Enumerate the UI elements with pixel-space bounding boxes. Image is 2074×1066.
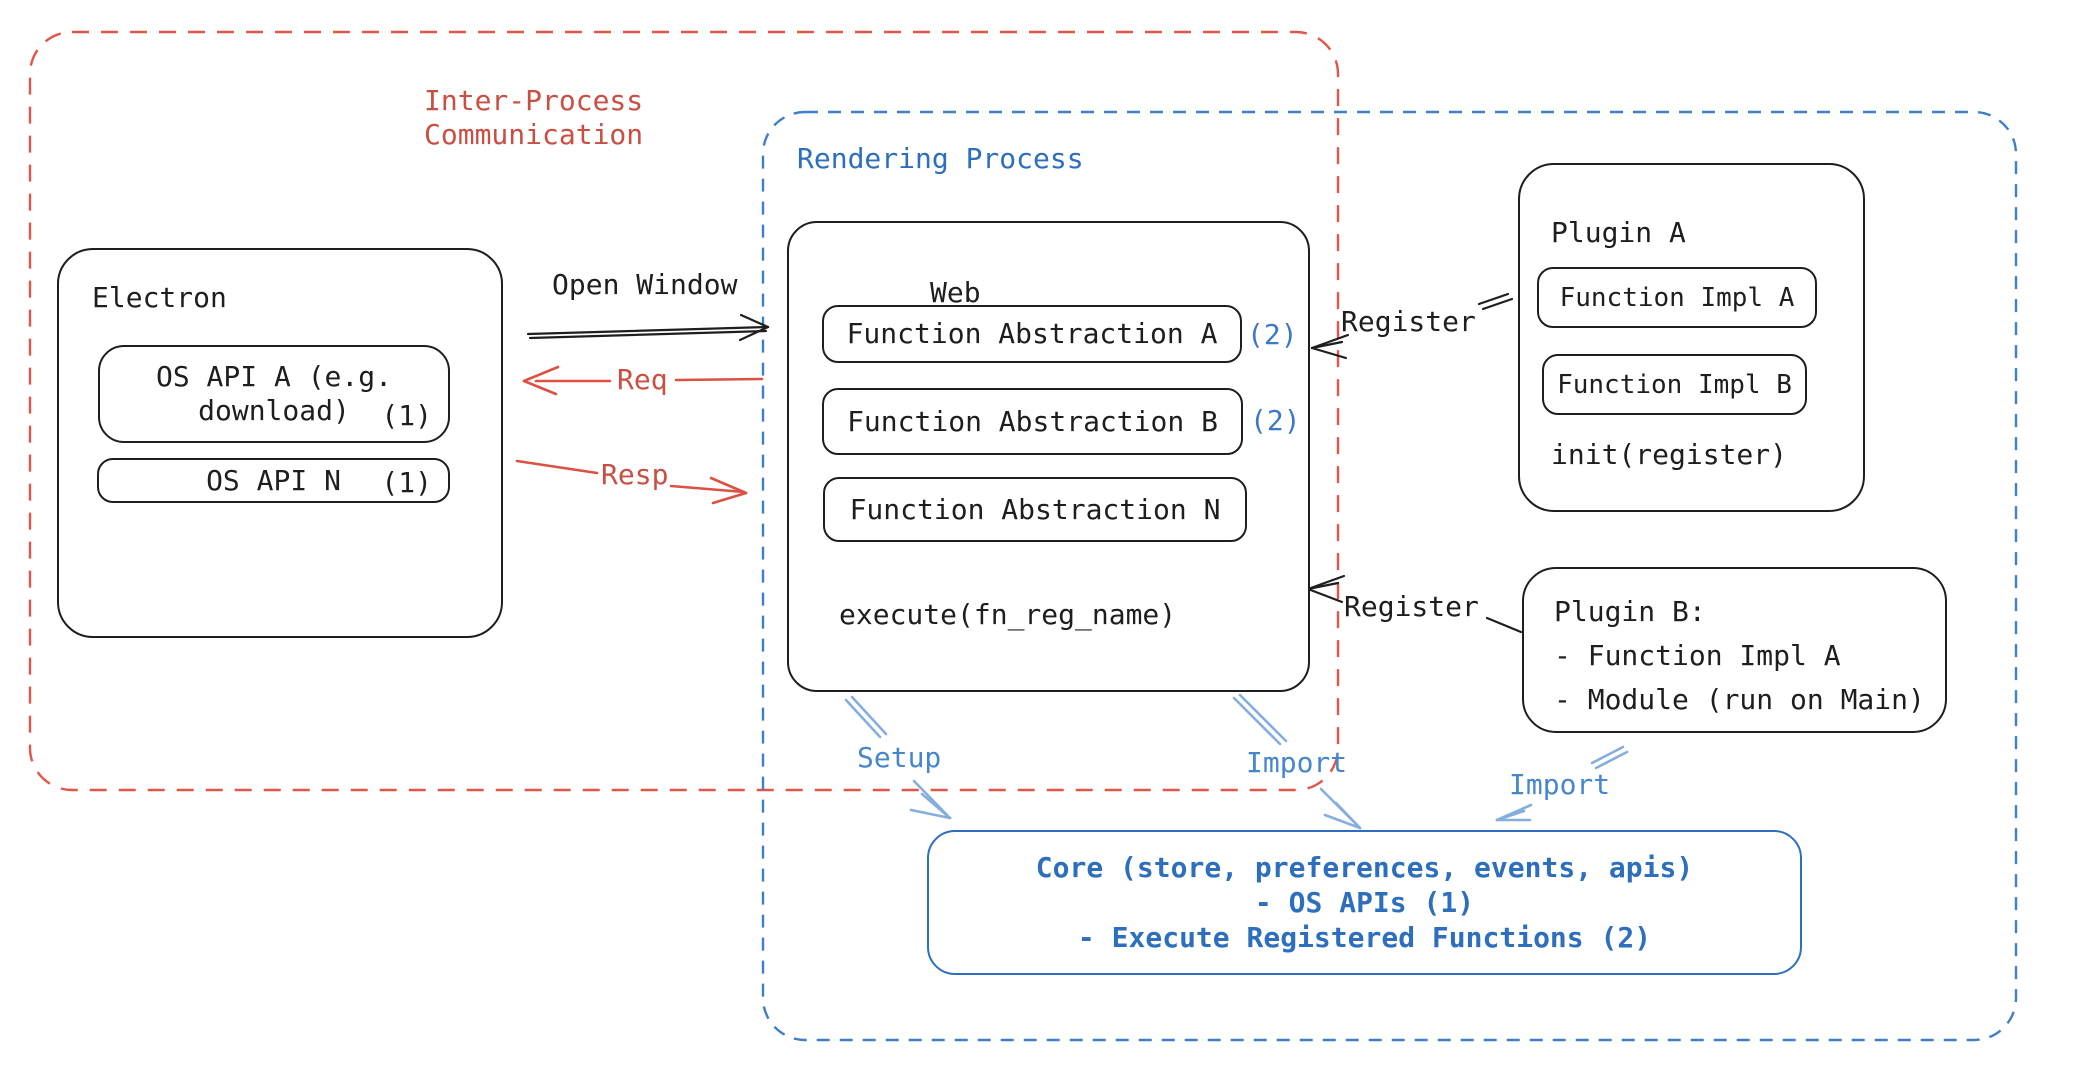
os-api-a-badge: (1) — [381, 399, 432, 432]
core-os-apis-line: - OS APIs (1) — [1254, 886, 1475, 919]
function-impl-b-box: Function Impl B — [1542, 354, 1807, 415]
plugin-b-title: Plugin B: — [1554, 595, 1706, 628]
register-bottom-label: Register — [1344, 590, 1479, 623]
function-abstraction-a-label: Function Abstraction A — [846, 317, 1218, 350]
import-right-label: Import — [1509, 768, 1611, 801]
function-abstraction-b-badge: (2) — [1250, 404, 1301, 437]
open-window-arrow — [526, 313, 770, 342]
os-api-a-box: OS API A (e.g. download) (1) — [98, 345, 450, 443]
init-register-label: init(register) — [1551, 438, 1788, 471]
open-window-label: Open Window — [552, 268, 738, 301]
req-label: Req — [617, 363, 668, 396]
function-abstraction-a-box: Function Abstraction A — [822, 305, 1242, 363]
function-abstraction-n-label: Function Abstraction N — [849, 492, 1221, 526]
plugin-b-text: Plugin B: - Function Impl A - Module (ru… — [1524, 569, 1945, 722]
setup-label: Setup — [857, 741, 942, 774]
web-title: Web — [930, 276, 981, 309]
core-text: Core (store, preferences, events, apis) … — [929, 832, 1800, 955]
function-abstraction-a-badge: (2) — [1247, 318, 1298, 351]
register-top-label: Register — [1341, 305, 1476, 338]
os-api-n-badge: (1) — [381, 466, 432, 499]
rendering-region-label: Rendering Process — [797, 142, 1084, 175]
core-title-line: Core (store, preferences, events, apis) — [1035, 851, 1694, 884]
plugin-b-box: Plugin B: - Function Impl A - Module (ru… — [1522, 567, 1947, 733]
core-box: Core (store, preferences, events, apis) … — [927, 830, 1802, 975]
function-impl-a-label: Function Impl A — [1559, 282, 1795, 313]
os-api-a-label: OS API A (e.g. download) — [155, 360, 392, 427]
import-left-label: Import — [1246, 746, 1348, 779]
plugin-b-item-module: - Module (run on Main) — [1554, 683, 1925, 716]
plugin-a-box — [1518, 163, 1865, 512]
plugin-b-item-impl-a: - Function Impl A — [1554, 639, 1841, 672]
function-impl-b-label: Function Impl B — [1557, 369, 1792, 400]
os-api-n-label: OS API N — [206, 463, 341, 497]
os-api-n-box: OS API N (1) — [97, 458, 450, 503]
function-impl-a-box: Function Impl A — [1537, 267, 1817, 328]
electron-box — [57, 248, 503, 638]
function-abstraction-n-box: Function Abstraction N — [823, 477, 1247, 542]
function-abstraction-b-label: Function Abstraction B — [847, 404, 1218, 438]
function-abstraction-b-box: Function Abstraction B — [822, 388, 1243, 455]
core-execute-line: - Execute Registered Functions (2) — [1077, 921, 1652, 954]
resp-label: Resp — [601, 458, 669, 491]
electron-title: Electron — [92, 281, 227, 314]
execute-label: execute(fn_reg_name) — [839, 598, 1177, 631]
plugin-a-title: Plugin A — [1551, 216, 1686, 249]
web-box — [787, 221, 1310, 692]
